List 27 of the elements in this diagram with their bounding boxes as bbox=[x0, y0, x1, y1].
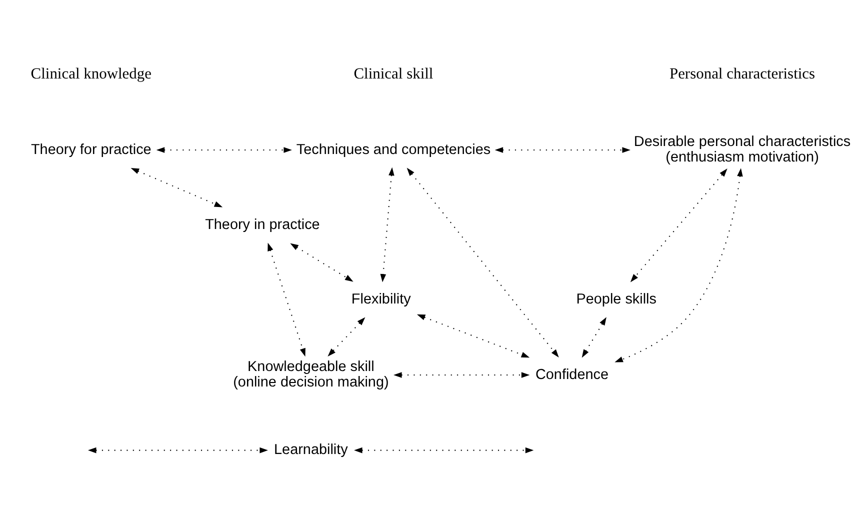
arrow bbox=[494, 146, 630, 152]
node-text: Knowledgeable skill (online decision making) bbox=[233, 358, 389, 390]
arrow bbox=[416, 314, 530, 358]
arrow bbox=[614, 168, 743, 362]
arrow bbox=[394, 372, 530, 378]
arrow bbox=[630, 168, 728, 282]
arrow bbox=[380, 166, 394, 282]
node-text: Flexibility bbox=[351, 290, 411, 307]
label: Personal characteristics bbox=[669, 64, 816, 82]
node-text: Theory in practice bbox=[205, 216, 320, 233]
arrow bbox=[290, 242, 354, 282]
node-text: People skills bbox=[576, 290, 657, 307]
label: Clinical skill bbox=[354, 64, 434, 82]
arrow bbox=[354, 446, 534, 453]
arrow bbox=[582, 316, 606, 358]
arrow bbox=[328, 316, 366, 356]
label: Clinical knowledge bbox=[30, 64, 152, 82]
arrow bbox=[268, 242, 306, 356]
node-text: Techniques and competencies bbox=[296, 141, 491, 158]
node-text: Learnability bbox=[274, 442, 348, 458]
arrow bbox=[406, 167, 559, 358]
arrow bbox=[130, 168, 223, 207]
arrow bbox=[88, 446, 268, 453]
node-text: Confidence bbox=[535, 366, 609, 382]
node-text: Desirable personal characteristics (enthusiasm motivation) bbox=[634, 134, 851, 166]
node-text: Theory for practice bbox=[30, 141, 152, 158]
arrow bbox=[156, 146, 292, 152]
